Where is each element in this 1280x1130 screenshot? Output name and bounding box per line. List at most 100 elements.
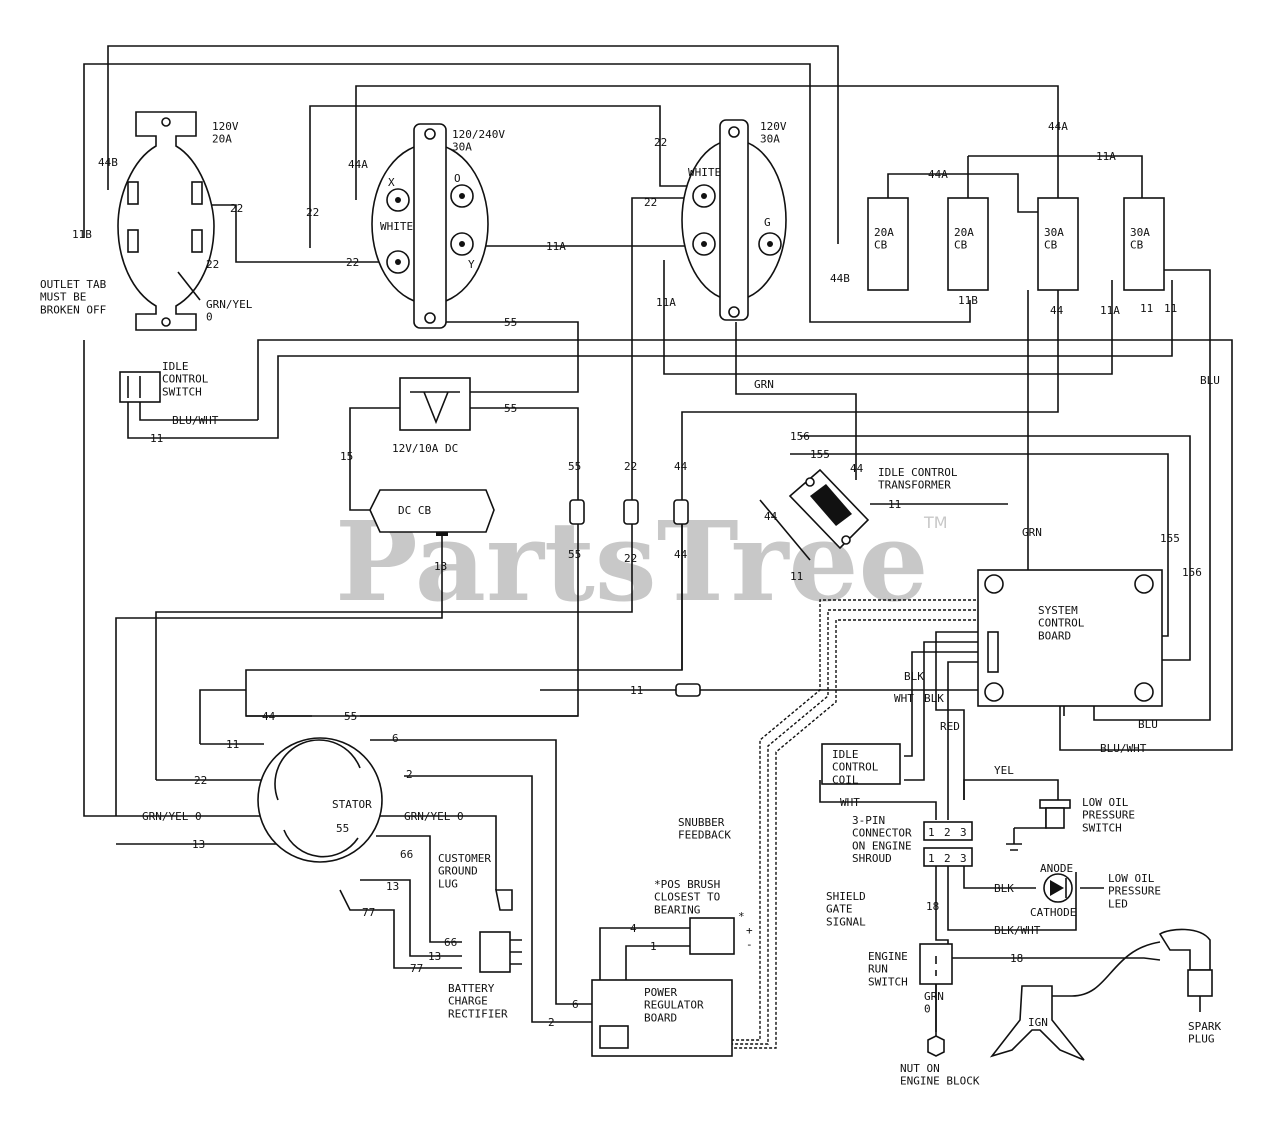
wire-22: 22 <box>230 202 243 215</box>
wire-11A: 11A <box>656 296 676 309</box>
wire-blu-wht: BLU/WHT <box>172 414 219 427</box>
wire-155: 155 <box>810 448 830 461</box>
wire-11: 11 <box>150 432 163 445</box>
connector-pin-1: 1 <box>928 826 935 839</box>
wire-6: 6 <box>392 732 399 745</box>
wire-13: 13 <box>428 950 441 963</box>
wire-44B: 44B <box>98 156 118 169</box>
wire-11: 11 <box>630 684 643 697</box>
wire-11: 11 <box>790 570 803 583</box>
wire-blk: BLK <box>994 882 1014 895</box>
wire-77: 77 <box>362 906 375 919</box>
connector-pin-3b: 3 <box>960 852 967 865</box>
wire-6: 6 <box>572 998 579 1011</box>
wire-55: 55 <box>504 402 517 415</box>
wire-22: 22 <box>624 460 637 473</box>
wire-55: 55 <box>568 548 581 561</box>
wire-11: 11 <box>888 498 901 511</box>
wire-55: 55 <box>504 316 517 329</box>
wire-13: 13 <box>386 880 399 893</box>
wire-44A: 44A <box>1048 120 1068 133</box>
wire-15: 15 <box>340 450 353 463</box>
led-cathode-label: CATHODE <box>1030 906 1076 919</box>
led-anode-label: ANODE <box>1040 862 1073 875</box>
dc-breaker: DC CB <box>369 489 495 536</box>
wire-77: 77 <box>410 962 423 975</box>
wire-wht: WHT <box>894 692 914 705</box>
wire-blk: BLK <box>904 670 924 683</box>
connector-pin-1b: 1 <box>928 852 935 865</box>
wire-55: 55 <box>568 460 581 473</box>
wire-44: 44 <box>850 462 864 475</box>
wire-22: 22 <box>624 552 637 565</box>
stator: STATOR <box>257 737 383 863</box>
connector-pin-2b: 2 <box>944 852 951 865</box>
wire-1: 1 <box>650 940 657 953</box>
wire-22: 22 <box>346 256 359 269</box>
wire-156: 156 <box>1182 566 1202 579</box>
connector-pin-2: 2 <box>944 826 951 839</box>
ignition-label: IGN <box>1028 1016 1048 1029</box>
wire-wht: WHT <box>840 796 860 809</box>
wire-labels: 44B 11B 22 22 44A 22 22 55 22 22 11A 11A… <box>72 120 1220 1029</box>
wire-blk-wht: BLK/WHT <box>994 924 1041 937</box>
wire-18: 18 <box>1010 952 1023 965</box>
dc-receptacle-label: 12V/10A DC <box>392 442 458 455</box>
wire-grn: GRN <box>1022 526 1042 539</box>
connector-pin-3: 3 <box>960 826 967 839</box>
ignition-module: IGN <box>989 941 1161 1061</box>
wire-11A: 11A <box>1100 304 1120 317</box>
wire-22: 22 <box>654 136 667 149</box>
wire-55: 55 <box>336 822 349 835</box>
wire-yel: YEL <box>994 764 1014 777</box>
wire-4: 4 <box>630 922 637 935</box>
wire-22: 22 <box>206 258 219 271</box>
wire-13: 13 <box>192 838 205 851</box>
brush-plus: + <box>746 924 753 937</box>
dc-receptacle: 12V/10A DC <box>392 377 471 455</box>
wire-grn: GRN <box>754 378 774 391</box>
watermark-tm: TM <box>923 513 948 532</box>
wire-11A: 11A <box>1096 150 1116 163</box>
stator-label: STATOR <box>332 798 372 811</box>
inline-connectors <box>569 499 701 697</box>
wire-11: 11 <box>1164 302 1177 315</box>
wire-2: 2 <box>548 1016 555 1029</box>
outlet-120v-30a-g: G <box>764 216 771 229</box>
wire-grn-yel: GRN/YEL 0 <box>142 810 202 823</box>
wire-blu: BLU <box>1138 718 1158 731</box>
wire-blk: BLK <box>924 692 944 705</box>
wire-11B: 11B <box>958 294 978 307</box>
wire-grn-yel: GRN/YEL 0 <box>404 810 464 823</box>
